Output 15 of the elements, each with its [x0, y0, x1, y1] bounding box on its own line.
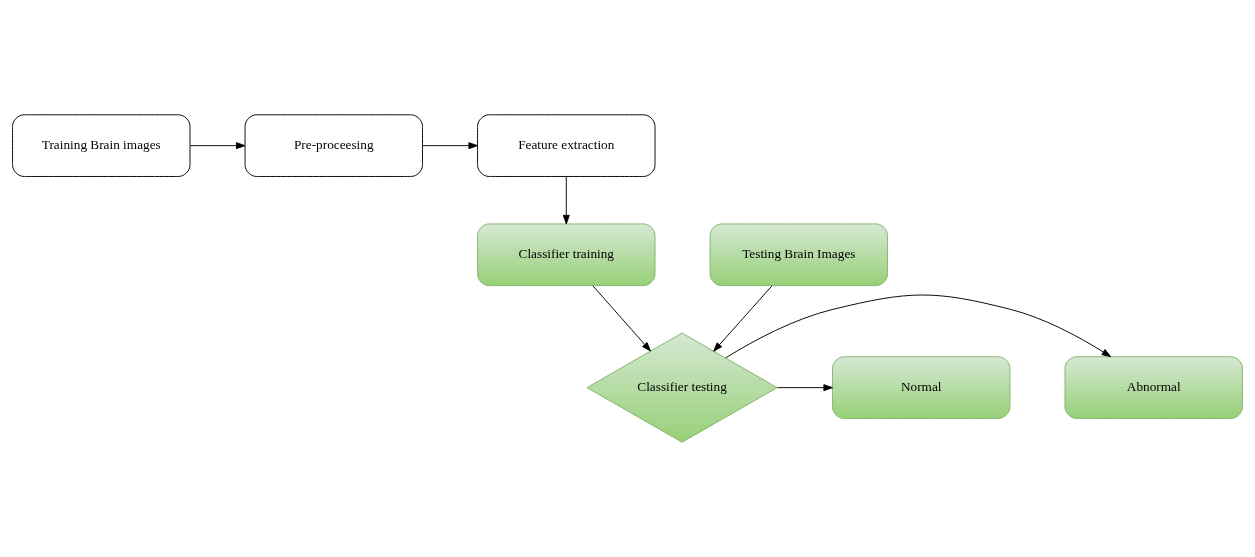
node-diamond: Classifier testing	[586, 332, 778, 443]
arrow	[562, 176, 570, 225]
node-box: Classifier training	[477, 223, 656, 287]
arrow	[776, 384, 833, 392]
arrow	[713, 285, 773, 352]
arrow	[592, 285, 651, 352]
node-box: Testing Brain Images	[709, 223, 888, 287]
node-box: Abnormal	[1064, 356, 1243, 419]
node-box: Feature extraction	[477, 114, 656, 177]
arrow	[725, 294, 1112, 359]
arrow	[189, 142, 246, 150]
node-box: Training Brain images	[12, 114, 191, 177]
node-box: Normal	[832, 356, 1011, 419]
node-box: Pre-proceesing	[244, 114, 423, 177]
arrow	[422, 142, 478, 150]
